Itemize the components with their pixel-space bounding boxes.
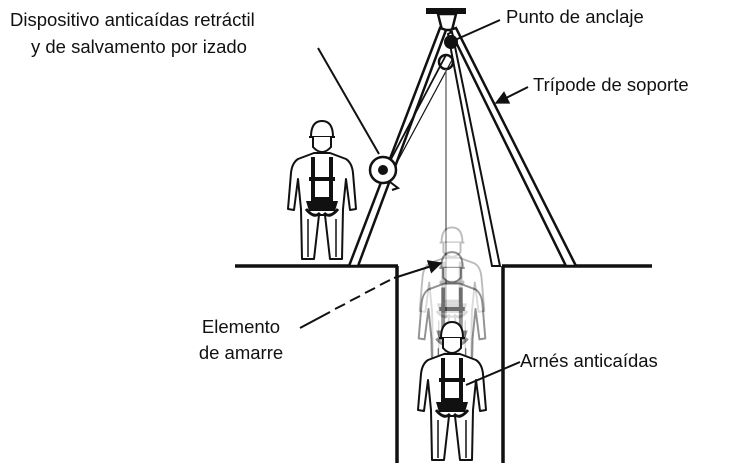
label-anchor-point: Punto de anclaje <box>506 6 644 27</box>
winch-device <box>368 155 401 191</box>
callout-harness-pointer <box>465 361 521 386</box>
callout-lanyard-pointer <box>299 260 443 329</box>
label-harness: Arnés anticaídas <box>520 350 658 371</box>
worker-on-surface <box>286 119 358 261</box>
label-lanyard-line1: Elemento <box>201 316 281 337</box>
label-support-tripod: Trípode de soporte <box>533 74 689 95</box>
shaft-walls <box>395 266 505 463</box>
callout-tripod-pointer <box>494 86 529 104</box>
tripod <box>347 8 579 268</box>
callout-anchor-pointer <box>454 19 501 41</box>
label-device-line1: Dispositivo anticaídas retráctil <box>10 9 255 30</box>
label-device-line2: y de salvamento por izado <box>31 36 247 57</box>
callout-device-pointer <box>317 47 380 155</box>
hoist-cable <box>387 54 453 169</box>
worker-in-shaft <box>416 320 488 462</box>
label-lanyard-line2: de amarre <box>198 342 284 363</box>
